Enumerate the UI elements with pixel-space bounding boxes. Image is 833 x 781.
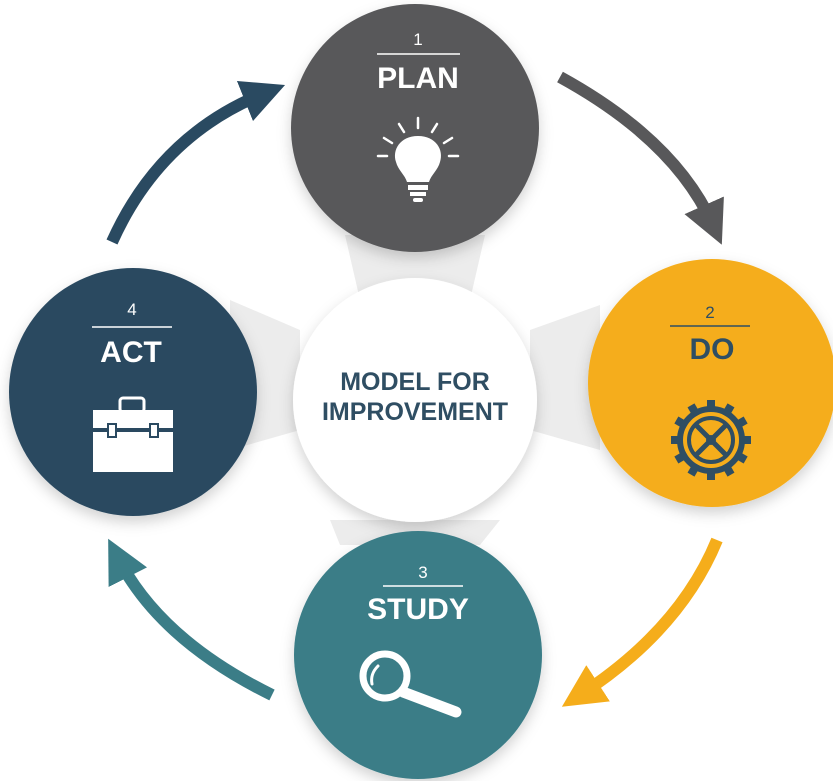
step-number: 4 bbox=[127, 300, 136, 319]
arrow-plan-to-do bbox=[557, 71, 724, 245]
step-study: 3 STUDY bbox=[294, 531, 542, 779]
gear-icon bbox=[671, 400, 751, 480]
step-plan: 1 PLAN bbox=[291, 4, 539, 252]
cycle-arrows bbox=[106, 71, 724, 707]
briefcase-icon bbox=[93, 396, 173, 472]
step-label: DO bbox=[690, 333, 735, 366]
connector-do bbox=[530, 305, 600, 450]
step-label: PLAN bbox=[377, 62, 459, 95]
center-hub: MODEL FOR IMPROVEMENT bbox=[293, 278, 537, 522]
lightbulb-icon bbox=[376, 116, 460, 202]
arrow-study-to-act bbox=[108, 538, 275, 701]
step-act: 4 ACT bbox=[9, 268, 257, 516]
step-label: ACT bbox=[100, 336, 162, 369]
magnifier-icon bbox=[359, 650, 462, 718]
step-number: 2 bbox=[705, 303, 714, 322]
center-title-line2: IMPROVEMENT bbox=[322, 398, 508, 426]
step-do: 2 DO bbox=[588, 259, 833, 507]
arrow-act-to-plan bbox=[106, 80, 286, 245]
step-number: 1 bbox=[413, 30, 422, 49]
step-number: 3 bbox=[418, 563, 427, 582]
arrow-do-to-study bbox=[561, 537, 723, 707]
step-label: STUDY bbox=[367, 593, 469, 626]
center-title-line1: MODEL FOR bbox=[340, 368, 490, 396]
